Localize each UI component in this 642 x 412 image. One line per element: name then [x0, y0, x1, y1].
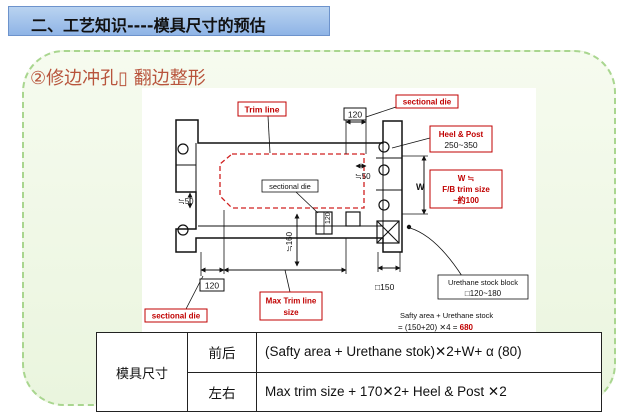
sectional-die-center-label: sectional die [269, 182, 311, 191]
max-trim-label-line1: Max Trim line [266, 297, 317, 306]
sectional-die-top-label: sectional die [403, 98, 452, 107]
sectional-die-small [345, 211, 361, 227]
post-circle-right-2 [378, 164, 390, 176]
post-circle-right-3 [378, 199, 390, 211]
sectional-die-top-label-box [395, 94, 459, 109]
w-note-box [429, 169, 503, 209]
dim-120-bottom-label: 120 [205, 281, 219, 291]
dim-120-inner-label: 120 [325, 212, 332, 224]
trim-line-label-box [237, 101, 287, 117]
trim-line-label: Trim line [245, 105, 280, 115]
section-header: 二、工艺知识----模具尺寸的预估 [8, 6, 330, 36]
leader-max-trim [284, 269, 291, 293]
leader-sectional-die-top [365, 106, 397, 118]
dim-150-label: □150 [375, 282, 395, 292]
safty-note-line2: = (150+20) ✕4 = 680 [398, 323, 474, 332]
leader-trim-line [267, 115, 271, 154]
table-formula-cell: (Safty area + Urethane stok)✕2+W+ α (80) [256, 332, 602, 373]
table-row-header: 模具尺寸 [96, 332, 188, 412]
safty-note-value: 680 [460, 323, 474, 332]
table-row: 模具尺寸 前后 (Safty area + Urethane stok)✕2+W… [96, 332, 602, 412]
w-note-line1: W ≒ [458, 174, 475, 183]
dim-120-top-label: 120 [348, 110, 362, 120]
dim-50-right-label: ≒50 [355, 172, 371, 181]
urethane-block-label-line1: Urethane stock block [448, 278, 518, 287]
dim-160-label: ≒160 [285, 231, 294, 252]
post-circle-left-top [177, 143, 189, 155]
heel-post-label-box [429, 125, 493, 153]
leader-urethane [409, 227, 463, 277]
max-trim-label-box [259, 291, 323, 321]
w-note-line2: F/B trim size [442, 185, 490, 194]
urethane-block-label-line2: □120~180 [465, 289, 502, 298]
w-note-line3: ~約100 [453, 195, 480, 205]
mold-size-table: 模具尺寸 前后 (Safty area + Urethane stok)✕2+W… [96, 332, 602, 412]
sectional-die-bottom-label-box [144, 308, 208, 323]
dim-w-label: W [416, 182, 425, 192]
urethane-block-label-box [437, 274, 529, 300]
leader-heel-post [391, 137, 431, 149]
dim-50-left-label: ≒50 [178, 197, 194, 206]
section-header-title: 二、工艺知识----模具尺寸的预估 [31, 16, 266, 35]
dim-120-top-box [343, 107, 367, 121]
post-circle-right-1 [378, 141, 390, 153]
heel-post-label-line1: Heel & Post [439, 130, 484, 139]
safty-note-line1: Safty area + Urethane stock [400, 311, 493, 320]
sectional-die-center-label-box [261, 179, 319, 193]
subsection-title: ②修边冲孔▯ 翻边整形 [30, 68, 206, 89]
dim-120-bottom-box [199, 278, 225, 292]
table-formula-cell: Max trim size + 170✕2+ Heel & Post ✕2 [256, 371, 602, 412]
table-direction-cell: 前后 [187, 332, 257, 373]
table-direction-cell: 左右 [187, 371, 257, 412]
urethane-block [376, 220, 400, 244]
safty-note-prefix: = (150+20) ✕4 = [398, 323, 460, 332]
trim-line-contour [219, 153, 365, 209]
heel-post-label-line2: 250~350 [444, 140, 478, 150]
leader-sectional-die-center [295, 191, 319, 214]
max-trim-label-line2: size [283, 308, 299, 317]
urethane-x-2 [376, 220, 400, 244]
sectional-die-bottom-label: sectional die [152, 312, 201, 321]
post-circle-left-bottom [177, 224, 189, 236]
